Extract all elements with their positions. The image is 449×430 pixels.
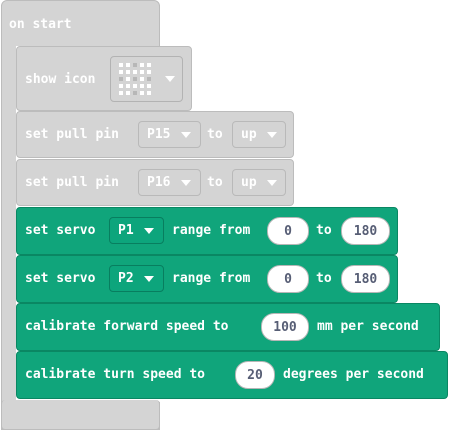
pull-pin-label-1: set pull pin (25, 127, 119, 142)
led-off (147, 77, 151, 81)
led-on (126, 63, 130, 67)
calibrate-turn-label: calibrate turn speed to (25, 367, 206, 382)
on-start-footer (1, 400, 160, 430)
led-on (140, 91, 144, 95)
chevron-down-icon (144, 275, 154, 282)
led-on (126, 84, 130, 88)
turn-speed-unit: degrees per second (283, 367, 424, 382)
servo-range-label-1: range from (172, 223, 251, 238)
led-on (133, 84, 137, 88)
calibrate-forward-block[interactable] (16, 303, 440, 351)
servo-pin-dropdown-p1[interactable]: P1 (109, 217, 164, 244)
servo-min-input-2[interactable]: 0 (267, 265, 309, 293)
pull-mode-dropdown-1[interactable]: up (232, 121, 286, 148)
led-on (140, 84, 144, 88)
pull-pin-to-label-1: to (207, 127, 223, 142)
led-on (126, 70, 130, 74)
led-off (119, 77, 123, 81)
forward-speed-unit: mm per second (317, 319, 419, 334)
led-on (147, 84, 151, 88)
pin-dropdown-label: P16 (147, 175, 171, 190)
pin-dropdown-label: P15 (147, 127, 171, 142)
led-on (147, 70, 151, 74)
led-icon-preview (119, 63, 153, 97)
show-icon-label: show icon (25, 72, 96, 87)
servo-max-input-1[interactable]: 180 (341, 217, 390, 245)
pull-mode-label: up (241, 175, 257, 190)
servo-range-block-1[interactable] (16, 207, 398, 255)
servo-pin-label: P1 (118, 223, 134, 238)
servo-to-label-2: to (316, 271, 332, 286)
forward-speed-input[interactable]: 100 (261, 313, 309, 341)
led-on (126, 77, 130, 81)
calibrate-turn-block[interactable] (16, 351, 448, 399)
servo-min-input-1[interactable]: 0 (267, 217, 309, 245)
servo-range-label-2: range from (172, 271, 251, 286)
servo-max-input-2[interactable]: 180 (341, 265, 390, 293)
led-on (140, 63, 144, 67)
pin-dropdown-p15[interactable]: P15 (138, 121, 201, 148)
led-on (147, 63, 151, 67)
servo-pin-label: P2 (118, 271, 134, 286)
led-off (133, 77, 137, 81)
led-on (119, 91, 123, 95)
servo-to-label-1: to (316, 223, 332, 238)
led-on (119, 63, 123, 67)
pull-mode-label: up (241, 127, 257, 142)
pull-mode-dropdown-2[interactable]: up (232, 169, 286, 196)
led-on (133, 70, 137, 74)
chevron-down-icon (181, 179, 191, 186)
led-on (119, 84, 123, 88)
led-on (147, 91, 151, 95)
led-on (119, 70, 123, 74)
led-off (133, 91, 137, 95)
pin-dropdown-p16[interactable]: P16 (138, 169, 201, 196)
chevron-down-icon (267, 131, 277, 138)
icon-picker-dropdown[interactable] (110, 56, 183, 102)
servo-label-2: set servo (25, 271, 96, 286)
pull-pin-to-label-2: to (207, 175, 223, 190)
servo-range-block-2[interactable] (16, 255, 398, 303)
led-off (133, 63, 137, 67)
pull-pin-label-2: set pull pin (25, 175, 119, 190)
led-on (140, 77, 144, 81)
chevron-down-icon (181, 131, 191, 138)
turn-speed-input[interactable]: 20 (235, 361, 275, 389)
servo-pin-dropdown-p2[interactable]: P2 (109, 265, 164, 292)
calibrate-forward-label: calibrate forward speed to (25, 319, 229, 334)
chevron-down-icon (165, 76, 175, 82)
led-on (126, 91, 130, 95)
chevron-down-icon (144, 227, 154, 234)
servo-label-1: set servo (25, 223, 96, 238)
on-start-label: on start (9, 17, 72, 32)
chevron-down-icon (267, 179, 277, 186)
led-on (140, 70, 144, 74)
